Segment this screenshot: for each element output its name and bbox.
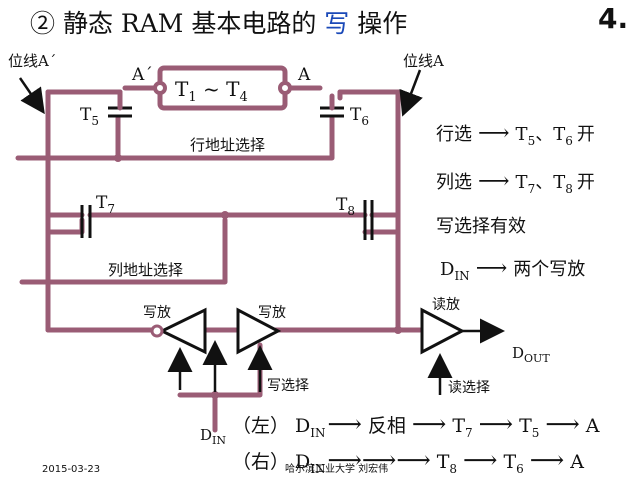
page-number: 4.	[598, 2, 628, 35]
bottom-paths: （左）DIN⟶反相⟶T7⟶T5⟶A （右）DIN⟶⟶⟶T8⟶T6⟶A	[232, 410, 600, 476]
read-amp	[420, 307, 505, 355]
write-amp-left-label: 写放	[143, 305, 171, 321]
node-a-prime: A´	[131, 65, 153, 85]
transistor-t8	[363, 200, 374, 240]
read-amp-label: 读放	[432, 296, 460, 313]
write-enable-rule: 写选择有效	[436, 216, 526, 237]
footer-date: 2015-03-23	[42, 464, 100, 475]
write-amp-left	[150, 307, 207, 355]
din-label: DIN	[200, 426, 226, 447]
bitline-label-right: 位线A	[403, 52, 444, 70]
write-amp-right-label: 写放	[258, 305, 286, 321]
row-select-label: 行地址选择	[190, 136, 265, 154]
dout-label: DOUT	[512, 344, 550, 365]
t8-label: T8	[336, 195, 355, 218]
node-a: A	[297, 65, 311, 85]
t6-label: T6	[350, 105, 369, 128]
read-select-label: 读选择	[448, 379, 490, 396]
t5-label: T5	[80, 105, 99, 128]
bitline-label-left: 位线A´	[8, 52, 56, 70]
write-select-label: 写选择	[267, 378, 309, 394]
t7-label: T7	[96, 193, 115, 216]
slide-title: ② 静态 RAM 基本电路的 写 操作	[30, 9, 407, 38]
right-path: （右）DIN⟶⟶⟶T8⟶T6⟶A	[232, 446, 584, 476]
din-rule: DIN⟶两个写放	[440, 256, 585, 283]
cell-label: T1 ~ T4	[175, 77, 248, 105]
write-amp-right	[236, 307, 282, 355]
footer-author: 哈尔滨工业大学 刘宏伟	[285, 462, 388, 475]
left-path: （左）DIN⟶反相⟶T7⟶T5⟶A	[232, 410, 600, 440]
column-select-label: 列地址选择	[108, 261, 183, 279]
transistor-t7	[80, 205, 92, 238]
transistor-t5	[108, 93, 132, 118]
transistor-t6	[320, 93, 344, 118]
